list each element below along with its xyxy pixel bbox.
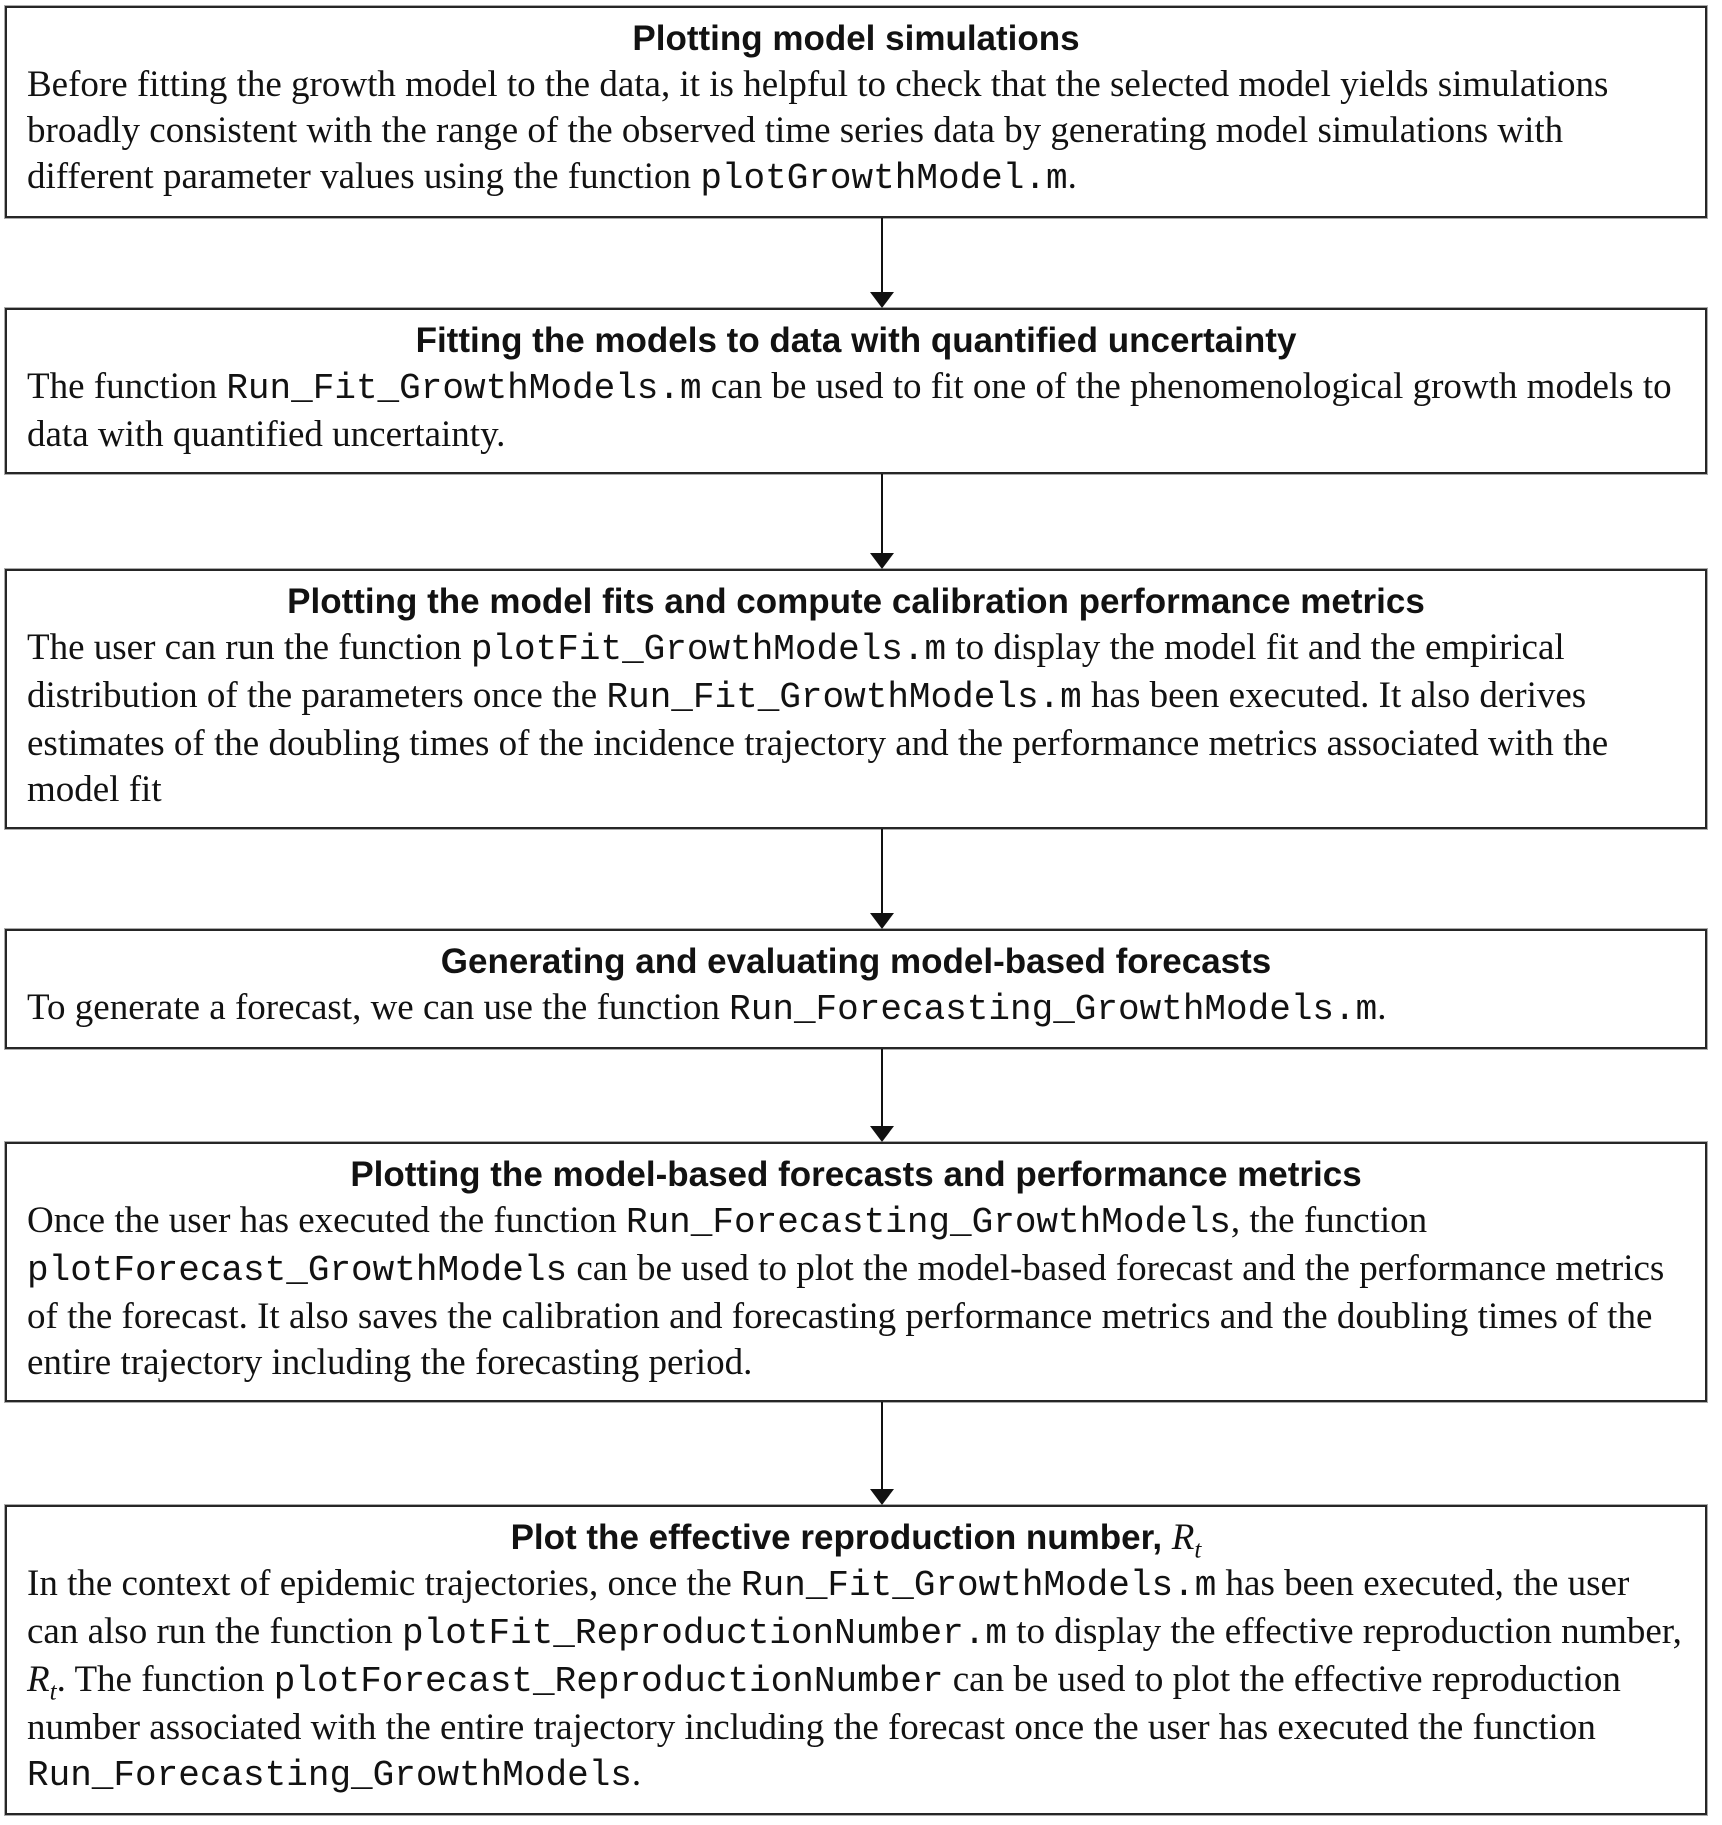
arrow-line <box>881 1402 883 1492</box>
step-box-generating-forecasts: Generating and evaluating model-based fo… <box>5 929 1707 1049</box>
down-arrow-icon <box>870 292 894 308</box>
math-symbol: Rt <box>1171 1517 1202 1564</box>
arrow-line <box>881 1049 883 1129</box>
step-body: The function Run_Fit_GrowthModels.m can … <box>27 366 1672 455</box>
step-title: Plotting the model fits and compute cali… <box>287 582 1425 621</box>
inline-code: Run_Fit_GrowthModels.m <box>606 677 1082 718</box>
inline-code: plotFit_ReproductionNumber.m <box>402 1613 1007 1654</box>
connector-arrow-5 <box>5 1402 1707 1505</box>
step-title: Plotting model simulations <box>632 19 1080 58</box>
down-arrow-icon <box>870 553 894 569</box>
down-arrow-icon <box>870 913 894 929</box>
arrow-line <box>881 829 883 916</box>
math-symbol: Rt <box>27 1659 57 1706</box>
inline-code: plotForecast_ReproductionNumber <box>273 1661 944 1702</box>
inline-code: Run_Forecasting_GrowthModels.m <box>729 989 1378 1030</box>
step-body: In the context of epidemic trajectories,… <box>27 1563 1682 1796</box>
inline-code: Run_Fit_GrowthModels.m <box>226 368 702 409</box>
step-body: The user can run the function plotFit_Gr… <box>27 627 1609 810</box>
inline-code: plotGrowthModel.m <box>700 158 1068 199</box>
step-title: Plotting the model-based forecasts and p… <box>350 1155 1362 1194</box>
step-body: Before fitting the growth model to the d… <box>27 64 1609 199</box>
step-body: To generate a forecast, we can use the f… <box>27 987 1387 1030</box>
inline-code: plotFit_GrowthModels.m <box>470 629 947 670</box>
step-box-plotting-model-simulations: Plotting model simulations Before fittin… <box>5 6 1707 218</box>
step-title: Generating and evaluating model-based fo… <box>440 942 1272 981</box>
inline-code: plotForecast_GrowthModels <box>27 1250 568 1291</box>
connector-arrow-4 <box>5 1049 1707 1142</box>
step-title: Plot the effective reproduction number, … <box>510 1517 1202 1564</box>
arrow-line <box>881 474 883 556</box>
inline-code: Run_Forecasting_GrowthModels <box>27 1755 632 1796</box>
connector-arrow-3 <box>5 829 1707 929</box>
arrow-line <box>881 218 883 295</box>
down-arrow-icon <box>870 1489 894 1505</box>
step-box-fitting-models-to-data: Fitting the models to data with quantifi… <box>5 308 1707 474</box>
inline-code: Run_Fit_GrowthModels.m <box>741 1565 1217 1606</box>
step-box-plotting-model-fits: Plotting the model fits and compute cali… <box>5 569 1707 829</box>
connector-arrow-1 <box>5 218 1707 308</box>
step-body: Once the user has executed the function … <box>27 1200 1665 1383</box>
step-box-plot-reproduction-number: Plot the effective reproduction number, … <box>5 1505 1707 1815</box>
step-box-plotting-forecasts: Plotting the model-based forecasts and p… <box>5 1142 1707 1402</box>
down-arrow-icon <box>870 1126 894 1142</box>
inline-code: Run_Forecasting_GrowthModels <box>625 1202 1231 1243</box>
connector-arrow-2 <box>5 474 1707 569</box>
step-title: Fitting the models to data with quantifi… <box>415 321 1297 360</box>
